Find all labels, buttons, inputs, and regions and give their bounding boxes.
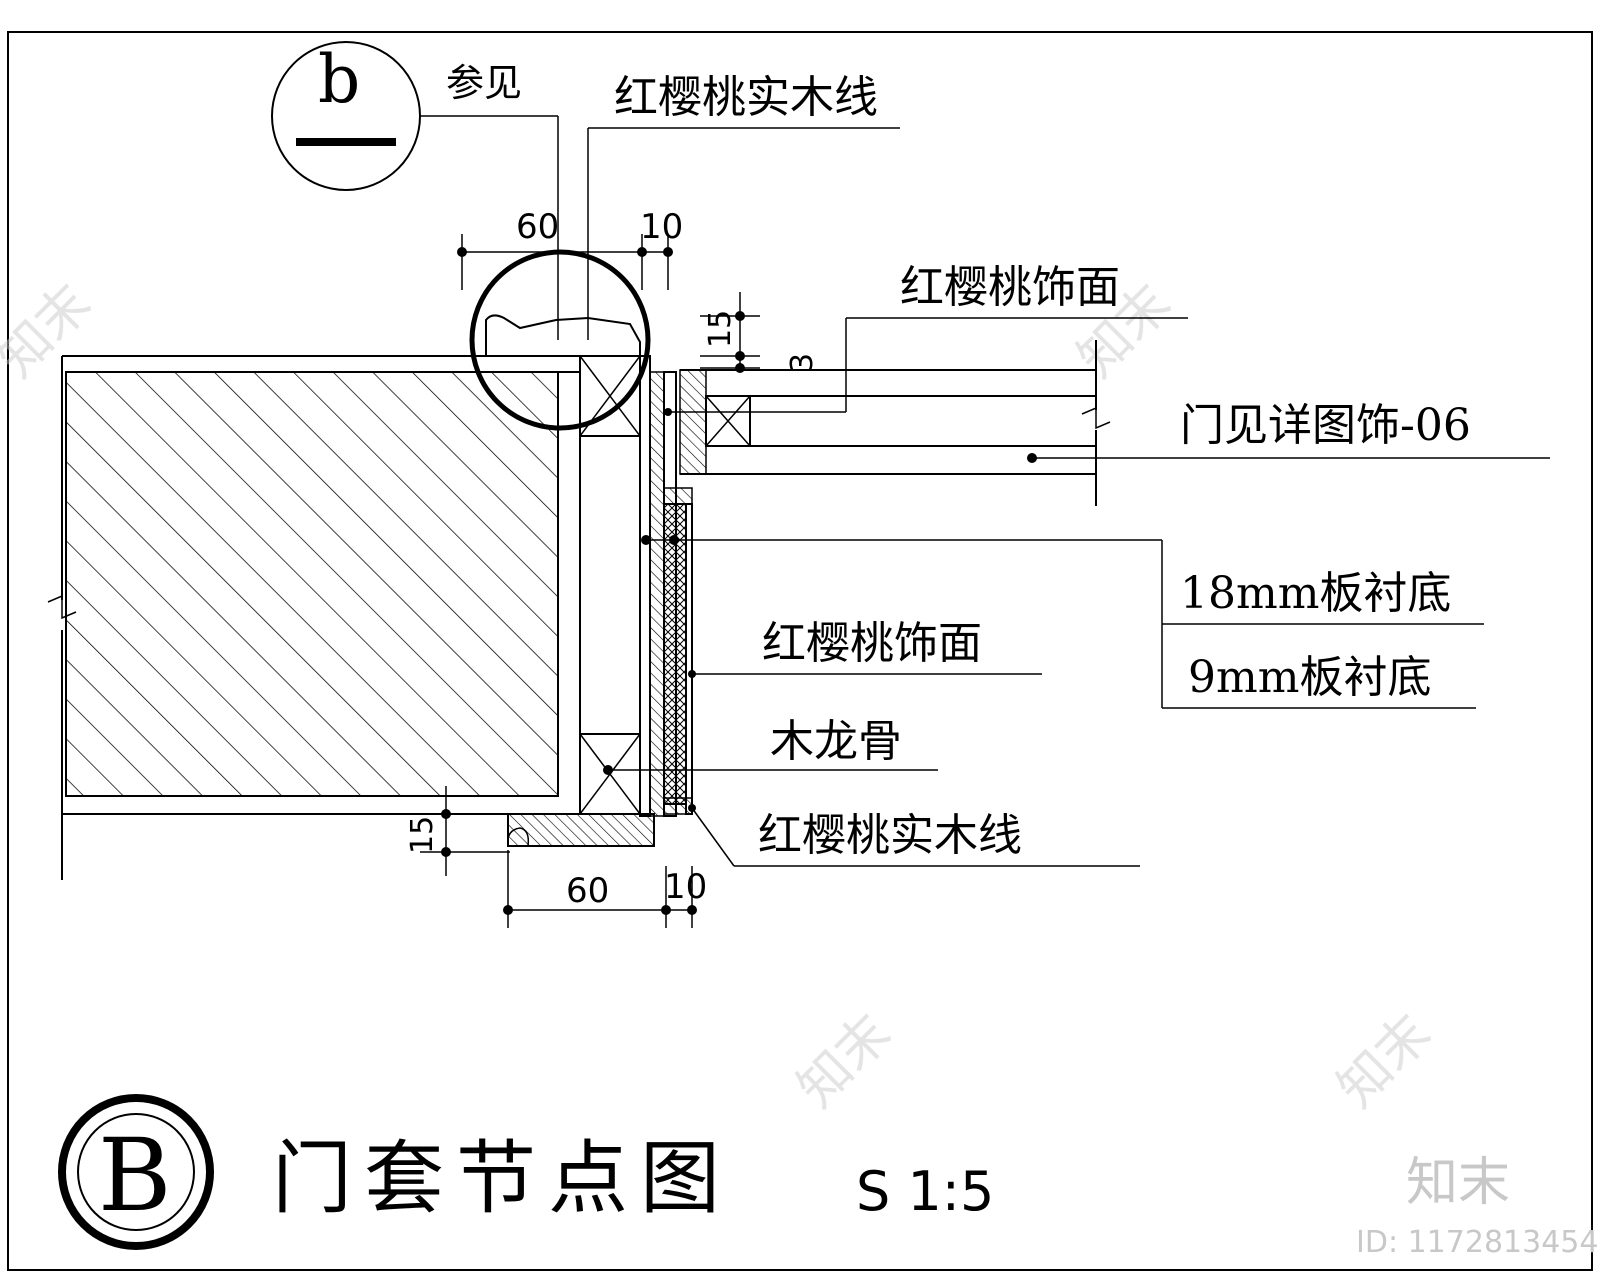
title-block: B 门套节点图 S 1:5 [58,1094,994,1250]
label-board-18mm: 18mm板衬底 [1180,568,1451,619]
dim-top-60: 60 [516,207,559,247]
drawing-border [7,31,1593,1271]
dim-bottom-15: 15 [405,816,440,854]
leader-lines [420,115,1550,867]
dim-top-15: 15 [703,310,738,348]
dim-top-3: 3 [785,353,820,372]
dimensions-bottom: 60 10 15 [405,786,707,928]
label-solid-wood-line-top: 红樱桃实木线 [614,72,878,123]
watermark-brand: 知末 [1406,1153,1510,1213]
label-door-detail-ref: 门见详图饰-06 [1180,400,1471,451]
door-leaf-section [679,340,1111,506]
detail-circle [469,249,651,431]
title-text: 门套节点图 [272,1132,732,1225]
dim-top-10: 10 [640,207,683,247]
wall-section [47,355,640,880]
dim-bottom-60: 60 [566,871,609,911]
label-wood-keel: 木龙骨 [770,716,902,767]
title-index-letter: B [98,1117,172,1234]
diagonal-watermark-3: 知末 [787,1003,903,1119]
watermark-id: ID: 1172813454 [1356,1225,1598,1260]
dimensions-top: 60 10 15 3 [457,207,820,373]
bottom-moulding [507,733,655,847]
label-veneer-mid: 红樱桃饰面 [762,618,982,669]
diagonal-watermark-4: 知末 [1327,1003,1443,1119]
label-ref-see: 参见 [446,61,522,105]
label-veneer-top: 红樱桃饰面 [900,262,1120,313]
reference-letter: b [318,41,360,118]
reference-symbol: b [271,41,421,191]
title-index-ring [58,1094,214,1250]
label-board-9mm: 9mm板衬底 [1188,652,1431,703]
jamb-layers [639,355,693,817]
dim-bottom-10: 10 [664,867,707,907]
label-solid-wood-line-bottom: 红樱桃实木线 [758,810,1022,861]
scale-text: S 1:5 [856,1160,994,1223]
